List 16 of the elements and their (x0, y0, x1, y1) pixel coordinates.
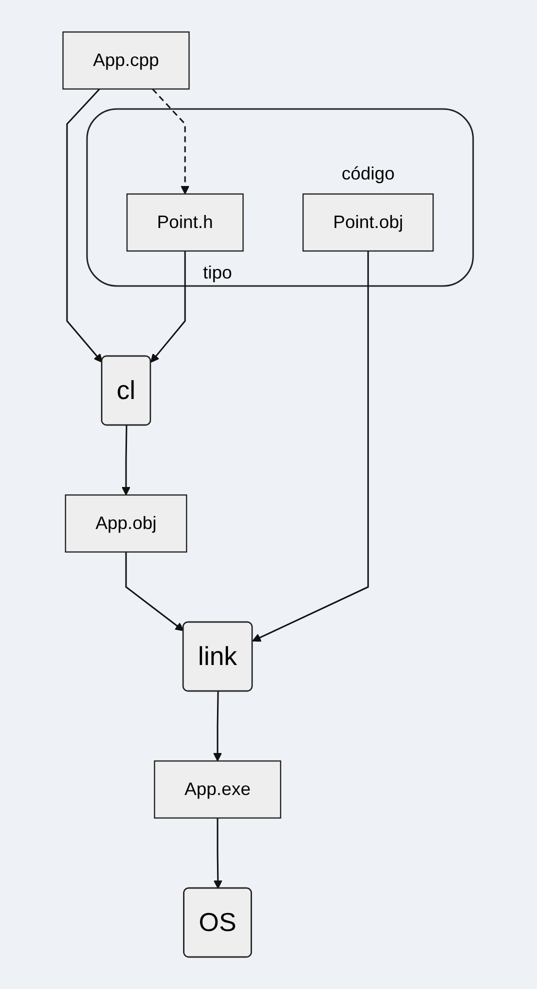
node-box: App.obj (65, 494, 188, 553)
node-box: Point.obj (302, 193, 434, 252)
arrow (150, 251, 186, 363)
cluster (86, 108, 474, 287)
node-box: App.exe (154, 760, 282, 819)
node-box: Point.h (126, 193, 244, 252)
node-box: App.cpp (62, 31, 190, 90)
node-caption: código (342, 163, 396, 183)
arrow (214, 691, 222, 762)
arrow (214, 818, 223, 889)
arrow (66, 88, 103, 363)
arrow (152, 88, 190, 194)
arrow (126, 552, 184, 632)
arrow (122, 425, 131, 496)
node-caption: tipo (203, 262, 232, 282)
arrow (252, 251, 370, 642)
